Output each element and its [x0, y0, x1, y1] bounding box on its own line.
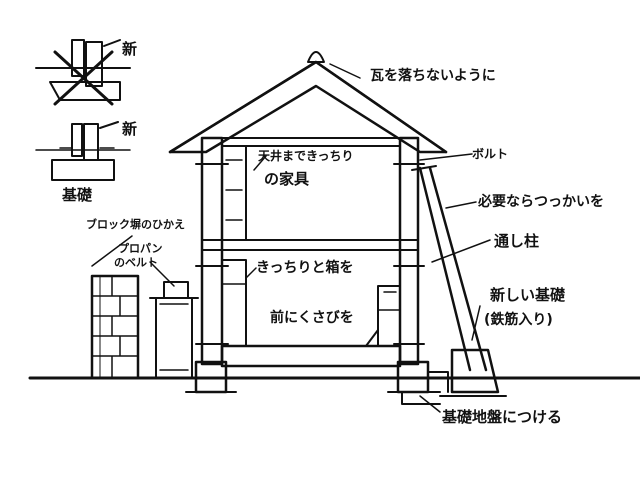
label-new-foundation: 新しい基礎 (鉄筋入り)	[484, 286, 570, 328]
leader-lines	[91, 63, 491, 413]
label-ground-attach: 基礎地盤につける	[441, 408, 562, 426]
label-through-column: 通し柱	[494, 232, 539, 250]
block-wall	[90, 274, 140, 380]
propane-tank	[149, 281, 199, 379]
label-propane-line1: プロパン	[118, 241, 163, 255]
outer-brace	[401, 165, 507, 405]
label-ceiling-furniture: 天井まできっちり の家具	[258, 148, 358, 188]
stacked-boxes	[221, 259, 401, 347]
label-brace: 必要ならつっかいを	[477, 193, 604, 210]
label-roof-tiles: 瓦を落ちないように	[370, 67, 496, 84]
label-new-mid: 新	[122, 120, 137, 138]
label-new-foundation-line1: 新しい基礎	[490, 286, 566, 304]
foundation-detail-old	[35, 39, 131, 106]
label-ceiling-furniture-line1: 天井まできっちり	[258, 148, 354, 163]
label-new-top: 新	[122, 40, 137, 58]
label-ceiling-furniture-line2: の家具	[264, 170, 309, 188]
house-section	[168, 51, 448, 394]
label-bolt: ボルト	[472, 146, 508, 161]
label-wedge: 前にくさびを	[270, 309, 354, 326]
label-new-foundation-line2: (鉄筋入り)	[484, 311, 553, 328]
label-block-wall: ブロック塀のひかえ	[86, 217, 185, 231]
foundation-detail-new	[35, 121, 131, 181]
label-foundation: 基礎	[61, 186, 93, 204]
label-propane: プロパン のベルト	[114, 241, 166, 269]
tall-furniture	[221, 145, 247, 241]
ridge-ornament	[307, 51, 325, 63]
label-propane-line2: のベルト	[114, 256, 158, 269]
label-boxes: きっちりと箱を	[256, 259, 353, 276]
